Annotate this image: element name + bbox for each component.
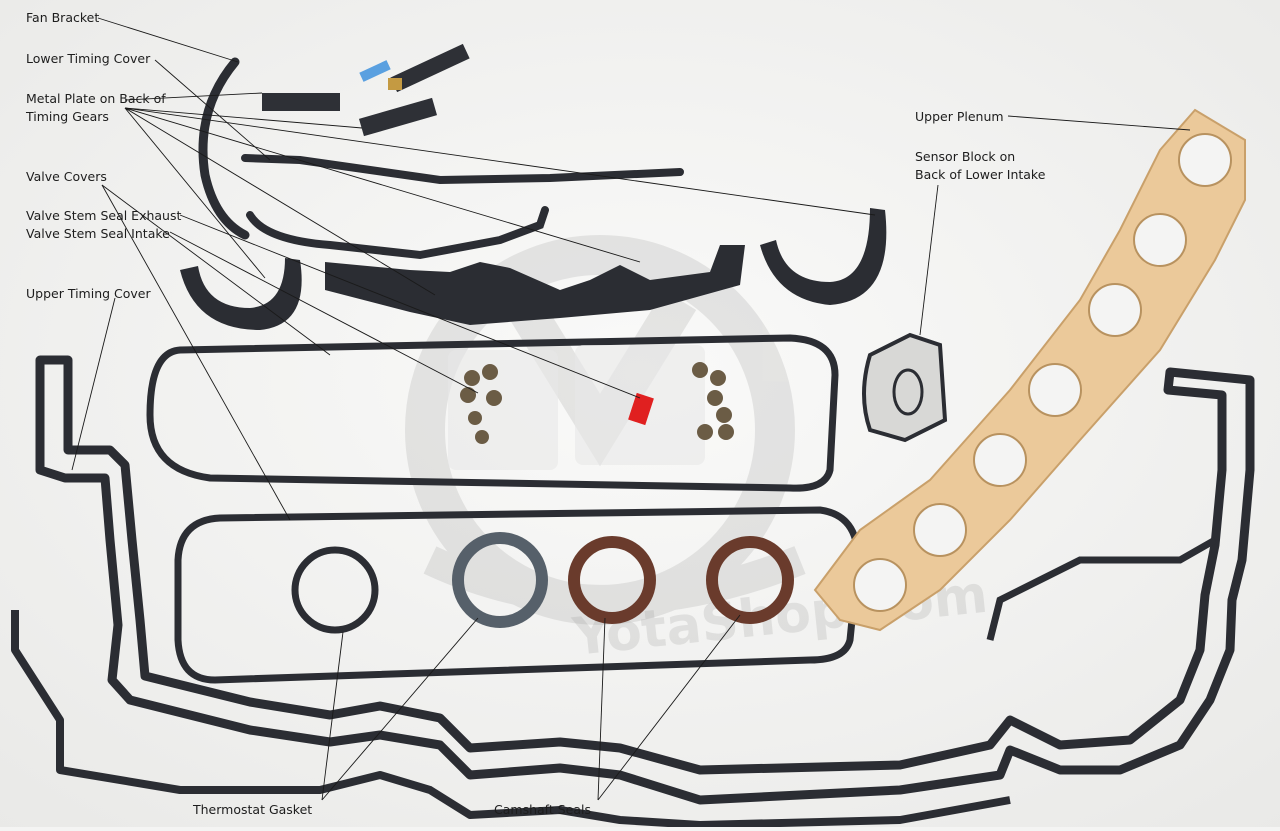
thermostat-gasket-ring [452, 532, 548, 628]
label-lower-timing-cover: Lower Timing Cover [26, 51, 151, 66]
metal-plate-strip-1 [262, 93, 340, 111]
half-moon-seal-left [180, 258, 302, 330]
label-valve-stem-seal-intake: Valve Stem Seal Intake [26, 226, 170, 241]
valve-stem-seals-bag [448, 345, 734, 470]
label-camshaft-seals: Camshaft Seals [494, 802, 591, 817]
camshaft-seal-left [568, 536, 656, 624]
upper-plenum-gasket [813, 108, 1246, 632]
label-sensor-block-line1: Sensor Block on [915, 149, 1016, 164]
sensor-block-gasket [862, 332, 948, 443]
fan-bracket-gasket [198, 57, 250, 240]
half-moon-seal-right [760, 208, 887, 305]
upper-timing-cover-gasket [35, 355, 1255, 805]
label-sensor-block-line2: Back of Lower Intake [915, 167, 1046, 182]
leader-lines [71, 17, 1191, 801]
label-metal-plate-line1: Metal Plate on Back of [26, 91, 166, 106]
label-upper-plenum: Upper Plenum [915, 109, 1004, 124]
metal-plate-gasket [325, 245, 745, 325]
metal-plate-strip-2 [358, 97, 438, 137]
valve-cover-gasket-lower [174, 506, 862, 684]
label-upper-timing-cover: Upper Timing Cover [26, 286, 151, 301]
lower-timing-cover-gasket [241, 154, 684, 260]
label-fan-bracket: Fan Bracket [26, 10, 100, 25]
thermostat-seal-ring [291, 546, 379, 634]
label-valve-stem-seal-exhaust: Valve Stem Seal Exhaust [26, 208, 182, 223]
lower-right-gasket-strip [986, 536, 1217, 641]
sensor-clip [359, 43, 470, 93]
label-metal-plate-line2: Timing Gears [26, 109, 109, 124]
label-valve-covers: Valve Covers [26, 169, 107, 184]
upper-timing-cover-inner [11, 610, 1011, 829]
label-thermostat-gasket: Thermostat Gasket [193, 802, 313, 817]
camshaft-seal-right [706, 536, 794, 624]
valve-cover-gasket-upper [146, 334, 839, 492]
